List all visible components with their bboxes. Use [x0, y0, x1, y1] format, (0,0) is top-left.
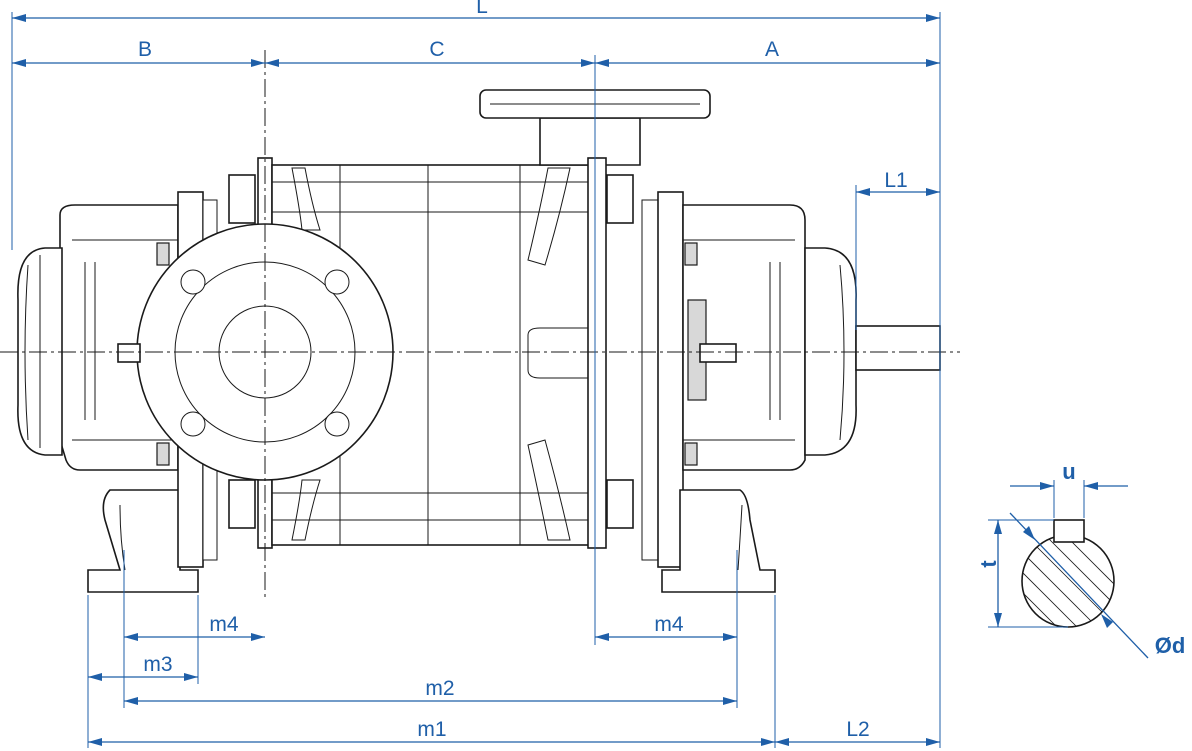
label-L: L: [476, 0, 488, 18]
dimension-labels: L B C A L1 m4 m4 m3 m2 m1 L2 u t Ød: [138, 0, 1185, 741]
label-d: Ød: [1155, 633, 1186, 658]
label-m4-left: m4: [209, 613, 238, 636]
label-m3: m3: [143, 653, 172, 676]
label-m4-right: m4: [654, 613, 683, 636]
label-B: B: [138, 38, 152, 61]
label-L1: L1: [884, 169, 907, 192]
shaft-section-detail: [988, 480, 1149, 659]
label-A: A: [765, 38, 779, 61]
label-t: t: [976, 560, 1001, 568]
label-L2: L2: [846, 718, 869, 741]
label-m2: m2: [425, 677, 454, 700]
label-m1: m1: [417, 718, 446, 741]
label-C: C: [429, 38, 444, 61]
dimension-lines: [11, 12, 941, 748]
pump-body: [0, 50, 960, 600]
label-u: u: [1062, 459, 1075, 484]
